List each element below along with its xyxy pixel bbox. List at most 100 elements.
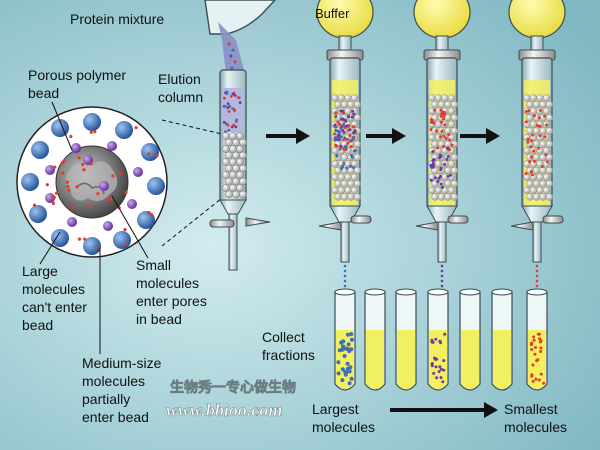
band-molecule [336,120,340,124]
leader-porous-bead [51,101,73,151]
tube-liquid [461,330,479,389]
packed-bead [447,107,456,115]
packed-bead [526,180,534,188]
packed-bead [532,180,541,188]
band-molecule [342,161,346,165]
large-molecule [349,337,354,342]
packed-bead [222,171,230,179]
packed-bead [331,186,339,195]
band-molecule [334,125,338,129]
large-molecule [83,113,101,131]
drip [343,279,347,283]
band-molecule [537,146,541,150]
bulb-stem [435,35,449,51]
band-molecule [526,137,530,141]
drip [440,264,444,268]
packed-bead [353,153,362,162]
tube-rim [491,288,513,296]
band-molecule [345,166,349,170]
medium-molecule [45,165,55,175]
small-molecule [51,201,56,205]
packed-bead [450,153,459,162]
stopcock-handle [350,215,372,224]
tube-rim [526,288,548,296]
large-molecule [83,237,101,255]
small-molecule [65,180,69,184]
packed-bead [434,186,443,195]
band-molecule [540,165,544,168]
mixture-molecule [234,125,238,129]
packed-bead [545,153,554,162]
packed-bead [542,147,551,155]
packed-bead [529,107,538,115]
packed-bead [334,100,342,109]
packed-bead [545,193,554,201]
packed-bead [331,147,339,155]
size-order-arrow [390,402,498,418]
band-molecule [442,117,445,121]
mixture-molecule [227,110,231,113]
label-buffer: Buffer [315,6,350,21]
small-molecule [96,192,100,196]
stopcock-tip [318,221,342,231]
packed-bead [526,100,534,109]
small-molecule [155,154,159,158]
packed-bead [431,193,439,201]
band-molecule [339,144,343,148]
large-molecule [336,371,341,376]
packed-bead [444,100,452,109]
large-molecule [113,231,131,249]
band-molecule [343,136,347,140]
medium-molecule [430,364,434,368]
packed-bead [350,173,359,181]
watermark-url: www.bbioo.com [166,400,282,420]
band-molecule [335,144,339,148]
band-molecule [342,130,346,134]
packed-bead [545,114,554,122]
packed-bead [344,107,352,115]
mixture-molecule [227,128,231,132]
medium-molecule [439,367,443,371]
leader-small-molecules [111,195,149,259]
drip [343,269,347,273]
band-molecule [439,135,442,139]
packed-bead [523,94,531,102]
drip [535,284,539,288]
packed-bead [334,193,342,201]
band-molecule [352,135,355,139]
packed-bead [437,193,446,201]
tube-rim [427,288,449,296]
band-molecule [335,153,339,157]
small-molecule [538,340,542,344]
packed-bead [337,173,346,181]
medium-molecule [432,371,436,375]
small-molecule [147,152,151,156]
packed-bead [225,151,233,160]
mixture-molecule [231,92,235,96]
packed-bead [444,114,452,122]
packed-bead [536,186,544,195]
small-molecule [83,237,87,241]
small-molecule [119,172,123,176]
large-molecule [21,173,39,191]
large-molecule [147,177,165,195]
mixture-molecule [225,90,229,94]
large-molecule [141,143,159,161]
packed-bead [545,140,554,148]
medium-molecule [99,181,109,191]
small-molecule [124,190,128,195]
band-molecule [340,167,344,171]
mixture-molecule [238,101,242,104]
packed-bead [532,166,541,175]
band-molecule [348,134,352,138]
label-porous-bead: Porous polymer bead [28,67,130,101]
band-molecule [446,147,450,151]
packed-bead [532,127,541,135]
band-molecule [447,133,451,137]
leader-large-molecules [39,231,61,265]
band-molecule [350,115,354,119]
drip [440,284,444,288]
packed-bead [434,94,443,102]
small-molecule [531,363,535,367]
mixture-molecule [232,123,236,127]
